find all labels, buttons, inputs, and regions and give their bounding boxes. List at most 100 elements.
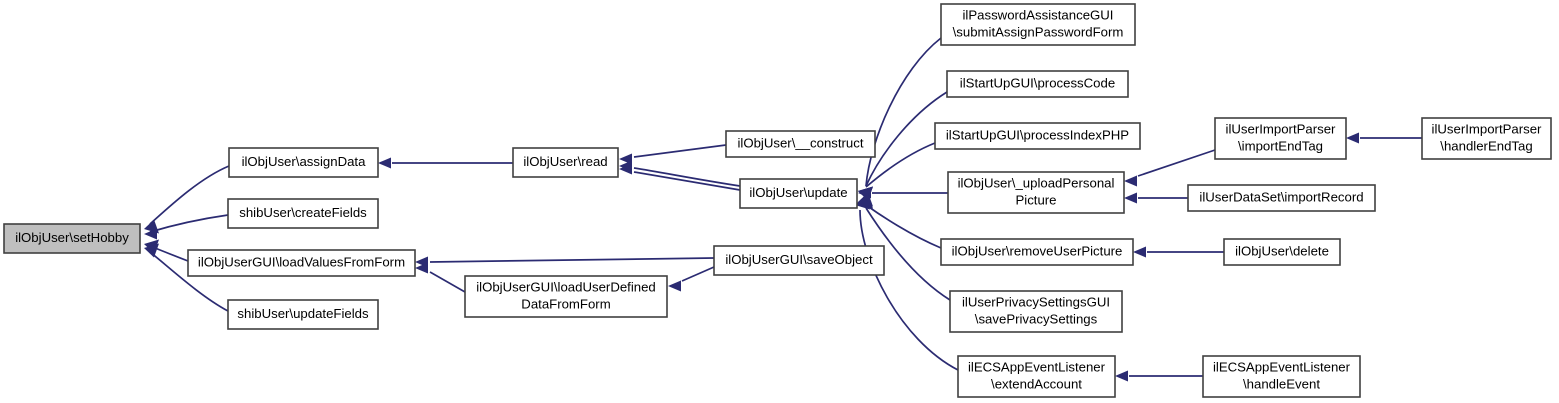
node-box[interactable] <box>1214 117 1347 160</box>
arrow-head-icon <box>1133 246 1146 258</box>
arrow-head-icon <box>378 157 391 169</box>
node-box[interactable] <box>227 299 379 330</box>
node-label: Picture <box>1015 192 1056 207</box>
node-label: ilECSAppEventListener <box>1213 359 1351 374</box>
arrow-head-icon <box>668 280 681 292</box>
node-box[interactable] <box>1202 355 1361 398</box>
node-box[interactable] <box>464 275 668 318</box>
node-read[interactable]: ilObjUser\read <box>512 147 619 178</box>
arrow-head-icon <box>619 160 632 172</box>
node-extendAccount[interactable]: ilECSAppEventListener \extendAccount <box>957 355 1116 398</box>
node-label: shibUser\updateFields <box>237 306 369 321</box>
node-label: ilObjUser\delete <box>1235 243 1329 258</box>
node-assignData[interactable]: ilObjUser\assignData <box>228 147 379 178</box>
node-label: ilECSAppEventListener <box>968 359 1106 374</box>
edge-saveObject-to-loadValuesFromForm <box>415 256 715 268</box>
node-importRecord[interactable]: ilUserDataSet\importRecord <box>1187 184 1376 212</box>
arrow-head-icon <box>1124 192 1137 204</box>
node-box[interactable] <box>1187 184 1376 212</box>
edge-delete-to-removeUserPicture <box>1133 246 1224 258</box>
arrow-head-icon <box>415 262 428 274</box>
node-handleEvent[interactable]: ilECSAppEventListener \handleEvent <box>1202 355 1361 398</box>
node-delete[interactable]: ilObjUser\delete <box>1223 238 1341 266</box>
edge-extendAccount-to-update <box>855 195 959 371</box>
edge-updateFields-to-setHobby <box>144 243 229 312</box>
edge-handlerEndTag-to-importEndTag <box>1346 132 1422 144</box>
node-importEndTag[interactable]: ilUserImportParser\importEndTag <box>1214 117 1347 160</box>
edge-read-to-assignData <box>378 157 513 169</box>
node-box[interactable] <box>957 355 1116 398</box>
node-box[interactable] <box>947 171 1125 214</box>
edge-saveObject-to-loadUserDefinedData <box>668 266 715 292</box>
edge-layer <box>144 37 1422 382</box>
node-label: ilObjUser\removeUserPicture <box>952 243 1123 258</box>
edge-loadUserDefinedData-to-loadValuesFromForm <box>415 262 466 293</box>
edge-importRecord-to-uploadPersonalPicture <box>1124 192 1188 204</box>
node-createFields[interactable]: shibUser\createFields <box>227 198 379 229</box>
arrow-head-icon <box>144 228 157 240</box>
node-box[interactable] <box>946 70 1129 98</box>
node-label: ilObjUserGUI\loadValuesFromForm <box>198 254 405 269</box>
node-label: ilObjUserGUI\loadUserDefined <box>476 279 656 294</box>
node-label: \handleEvent <box>1243 376 1320 391</box>
node-label: ilUserPrivacySettingsGUI <box>962 294 1110 309</box>
arrow-head-icon <box>1124 175 1137 187</box>
edge-handleEvent-to-extendAccount <box>1115 370 1203 382</box>
arrow-head-icon <box>1115 370 1128 382</box>
node-processIndexPHP[interactable]: ilStartUpGUI\processIndexPHP <box>934 122 1141 150</box>
node-box[interactable] <box>934 122 1141 150</box>
node-handlerEndTag[interactable]: ilUserImportParser\handlerEndTag <box>1421 117 1552 160</box>
node-box[interactable] <box>512 147 619 178</box>
node-label: shibUser\createFields <box>239 205 367 220</box>
node-box[interactable] <box>739 178 858 209</box>
node-label: ilObjUser\__construct <box>737 135 863 150</box>
node-box[interactable] <box>725 130 876 158</box>
node-label: ilObjUser\_uploadPersonal <box>958 175 1115 190</box>
node-label: ilObjUser\assignData <box>242 154 367 169</box>
node-label: ilObjUserGUI\saveObject <box>725 252 873 267</box>
node-label: ilObjUser\read <box>523 154 607 169</box>
node-box[interactable] <box>228 147 379 178</box>
node-box[interactable] <box>949 290 1123 333</box>
edge-update-to-read <box>619 163 741 191</box>
node-box[interactable] <box>187 249 416 277</box>
arrow-head-icon <box>144 243 159 258</box>
arrow-head-icon <box>855 195 870 210</box>
node-label: \submitAssignPasswordForm <box>953 24 1124 39</box>
node-label: \importEndTag <box>1238 138 1323 153</box>
node-label: ilObjUser\setHobby <box>15 230 129 245</box>
node-box[interactable] <box>940 3 1136 46</box>
node-construct[interactable]: ilObjUser\__construct <box>725 130 876 158</box>
node-updateFields[interactable]: shibUser\updateFields <box>227 299 379 330</box>
node-processCode[interactable]: ilStartUpGUI\processCode <box>946 70 1129 98</box>
node-loadValuesFromForm[interactable]: ilObjUserGUI\loadValuesFromForm <box>187 249 416 277</box>
node-label: ilStartUpGUI\processCode <box>960 75 1115 90</box>
node-savePrivacySettings[interactable]: ilUserPrivacySettingsGUI \savePrivacySett… <box>949 290 1123 333</box>
node-label: ilUserImportParser <box>1432 121 1543 136</box>
node-label: ilUserDataSet\importRecord <box>1199 189 1363 204</box>
edge-construct-to-read <box>619 144 727 165</box>
node-label: \savePrivacySettings <box>975 311 1098 326</box>
node-layer: ilObjUser\setHobby ilObjUser\assignData sh… <box>3 3 1552 398</box>
arrow-head-icon <box>1346 132 1359 144</box>
node-label: ilStartUpGUI\processIndexPHP <box>946 127 1129 142</box>
edge-removeUserPicture-to-update <box>858 192 942 249</box>
edge-importEndTag-to-uploadPersonalPicture <box>1124 149 1216 187</box>
node-label: \extendAccount <box>991 376 1082 391</box>
node-update[interactable]: ilObjUser\update <box>739 178 858 209</box>
node-box[interactable] <box>713 245 885 276</box>
node-box[interactable] <box>1223 238 1341 266</box>
node-removeUserPicture[interactable]: ilObjUser\removeUserPicture <box>940 238 1134 266</box>
node-setHobby[interactable]: ilObjUser\setHobby <box>3 223 141 254</box>
node-submitAssignPassword[interactable]: ilPasswordAssistanceGUI\submitAssignPass… <box>940 3 1136 46</box>
node-box[interactable] <box>1421 117 1552 160</box>
node-box[interactable] <box>3 223 141 254</box>
node-box[interactable] <box>940 238 1134 266</box>
node-saveObject[interactable]: ilObjUserGUI\saveObject <box>713 245 885 276</box>
node-box[interactable] <box>227 198 379 229</box>
edge-createFields-to-setHobby <box>144 214 229 240</box>
